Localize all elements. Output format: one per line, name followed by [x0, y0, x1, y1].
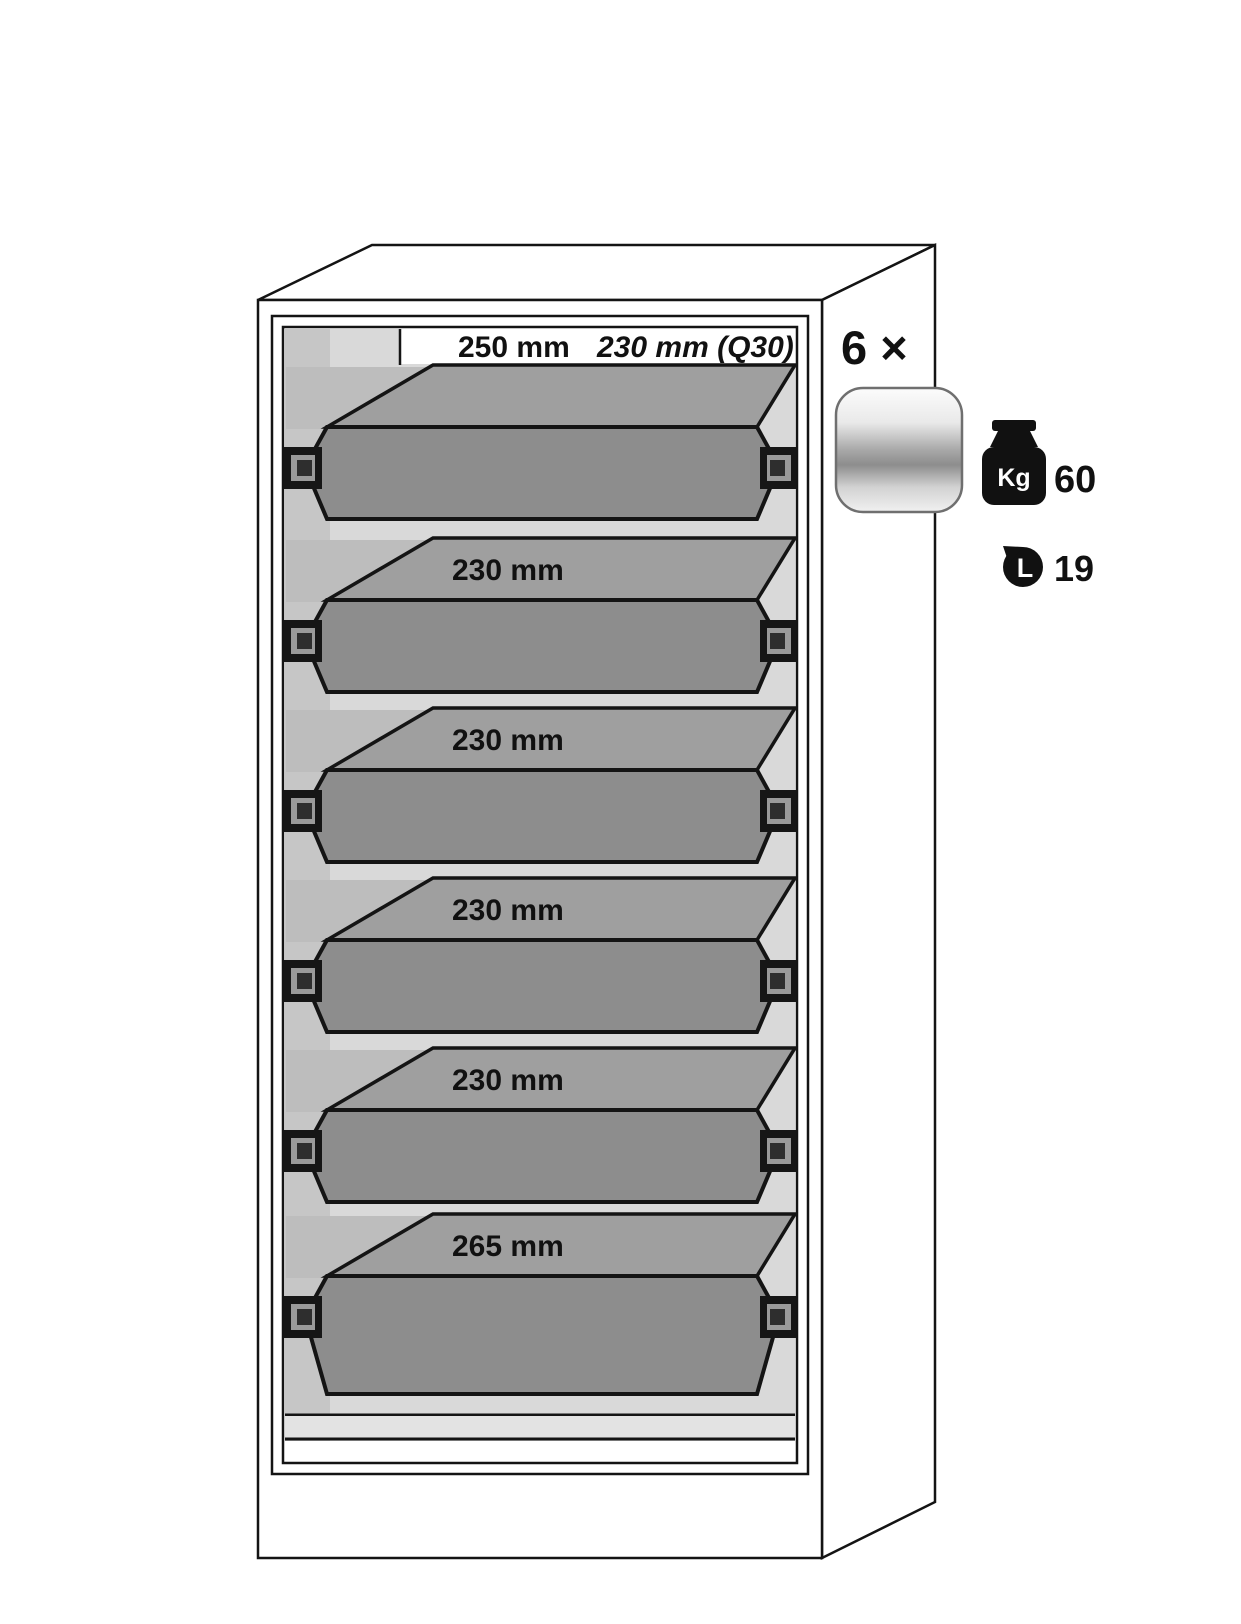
cabinet-top-face: [257, 243, 936, 302]
drawer-label: 230 mm: [452, 1064, 564, 1097]
drawer-5: 230 mm: [282, 1046, 800, 1204]
volume-value: 19: [1054, 548, 1094, 589]
side-annotations: 6 × Kg 60 L 19: [834, 321, 1096, 589]
drawer-label: 230 mm: [452, 724, 564, 757]
interior-header-strip: [400, 329, 795, 364]
drop-icon: L: [1003, 546, 1043, 587]
interior-floor-strip: [285, 1416, 795, 1439]
drawer-label: 230 mm: [452, 894, 564, 927]
door-frame-inner: [281, 325, 799, 1465]
drawer-count-label: 6 ×: [841, 321, 908, 374]
drawer-label: 230 mm: [452, 554, 564, 587]
drawer-tray: [282, 363, 800, 521]
interior-bottom-strip: [285, 1441, 795, 1461]
header-labels: 250 mm 230 mm (Q30): [458, 331, 794, 364]
steel-badge-icon: [834, 386, 964, 514]
top-drawer-height-q30-label: 230 mm (Q30): [596, 331, 794, 364]
drawers: 230 mm 230 mm 230 mm 230 mm 265 mm: [282, 363, 800, 1396]
door-frame: [270, 314, 810, 1476]
drawer-2: 230 mm: [282, 536, 800, 694]
door-frame-outer: [270, 314, 810, 1476]
top-drawer-height-label: 250 mm: [458, 331, 570, 364]
weight-value: 60: [1054, 459, 1096, 501]
weight-icon: Kg: [982, 420, 1046, 505]
drawer-label: 265 mm: [452, 1230, 564, 1263]
drawer-6: 265 mm: [282, 1212, 800, 1396]
drawer-3: 230 mm: [282, 706, 800, 864]
volume-unit-label: L: [1017, 553, 1034, 583]
drawer-1: [282, 363, 800, 521]
weight-unit-label: Kg: [997, 464, 1030, 492]
drawer-4: 230 mm: [282, 876, 800, 1034]
